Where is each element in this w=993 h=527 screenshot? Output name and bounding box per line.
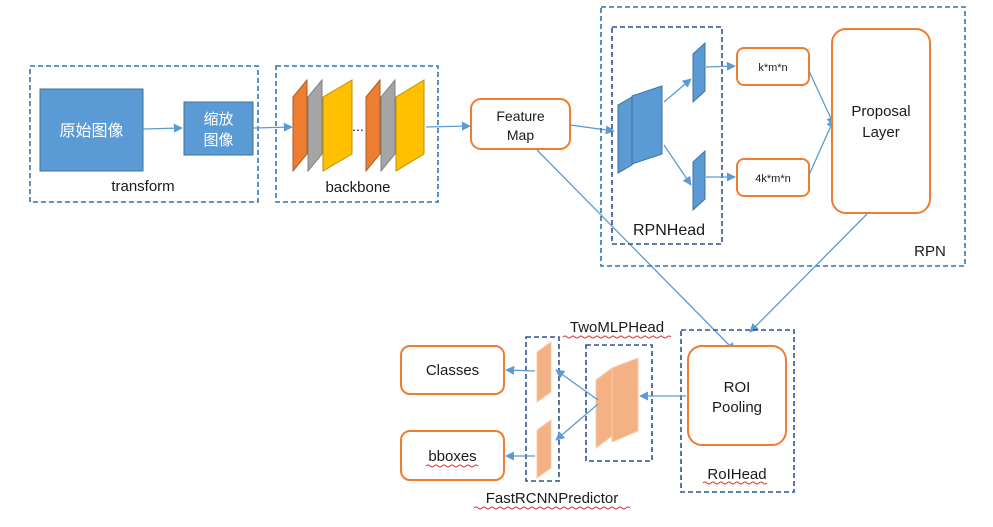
backbone-label: backbone <box>325 179 390 196</box>
resized-image-box <box>183 101 254 156</box>
arrow-rpn-conv-to-reg <box>663 144 692 186</box>
proposal-layer-box <box>831 28 931 214</box>
resized-image-label-line2: 图像 <box>203 132 233 149</box>
arrow-mlp-to-bbox <box>555 403 599 441</box>
arrow-backbone-to-feature-map <box>425 121 471 131</box>
roi-pooling-label-line2: Pooling <box>712 399 762 416</box>
rpn-head-conv-layers <box>617 85 663 174</box>
proposal-layer-label-line1: Proposal <box>851 103 910 120</box>
predictor-group <box>525 336 560 482</box>
feature-map-box <box>470 98 571 150</box>
transform-group <box>29 65 259 203</box>
cls-output-box <box>736 47 810 86</box>
backbone-layers-left <box>292 78 353 173</box>
two-mlp-head-spell-underline <box>562 335 672 339</box>
bboxes-label: bboxes <box>428 448 476 465</box>
arrow-cls-to-proposal <box>808 70 835 126</box>
original-image-label: 原始图像 <box>59 122 123 140</box>
arrow-feature-map-to-roi-pooling <box>536 149 736 352</box>
predictor-label: FastRCNNPredictor <box>486 490 619 507</box>
classes-box <box>400 345 505 395</box>
arrow-feature-map-to-rpn-head <box>569 124 615 135</box>
resized-image-label-line1: 缩放 <box>203 111 233 128</box>
rpn-head-group <box>611 26 723 245</box>
predictor-cls-layer <box>536 341 552 403</box>
reg-output-label: 4k*m*n <box>755 173 790 185</box>
arrow-original-to-resized <box>142 123 183 133</box>
arrow-proposal-to-roi-pooling <box>749 213 868 333</box>
rpn-reg-conv-layer <box>692 149 706 212</box>
arrow-predictor-to-classes <box>505 365 536 375</box>
predictor-spell-underline <box>473 506 631 510</box>
roi-pooling-label-line1: ROI <box>724 379 751 396</box>
roi-head-label: RoIHead <box>707 466 766 483</box>
cls-output-label: k*m*n <box>758 62 787 74</box>
feature-map-label-line2: Map <box>507 127 534 143</box>
rpn-head-label: RPNHead <box>633 222 705 239</box>
arrow-cls-to-output <box>705 61 736 71</box>
original-image-box <box>39 88 144 172</box>
arrow-mlp-to-cls <box>555 369 599 401</box>
two-mlp-head-layers <box>595 357 639 449</box>
transform-label: transform <box>111 178 174 195</box>
proposal-layer-label-line2: Layer <box>862 124 900 141</box>
classes-label: Classes <box>426 362 479 379</box>
feature-map-label-line1: Feature <box>496 108 544 124</box>
predictor-bbox-layer <box>536 419 552 479</box>
rpn-group <box>600 6 966 267</box>
arrow-rpn-conv-to-cls <box>663 78 692 103</box>
arrow-resized-to-backbone <box>252 122 293 132</box>
arrow-reg-to-proposal <box>808 118 835 176</box>
roi-pooling-box <box>687 345 787 446</box>
roi-head-group <box>680 329 795 493</box>
reg-output-box <box>736 158 810 197</box>
backbone-ellipsis: ... <box>352 118 364 134</box>
bboxes-box <box>400 430 505 481</box>
two-mlp-head-group <box>585 344 653 462</box>
backbone-group <box>275 65 439 203</box>
two-mlp-head-label: TwoMLPHead <box>570 319 664 336</box>
roi-head-spell-underline <box>702 481 768 485</box>
backbone-layers-right <box>365 78 425 173</box>
rpn-label: RPN <box>914 243 946 260</box>
bboxes-spell-underline <box>425 464 479 468</box>
rpn-cls-conv-layer <box>692 41 706 104</box>
